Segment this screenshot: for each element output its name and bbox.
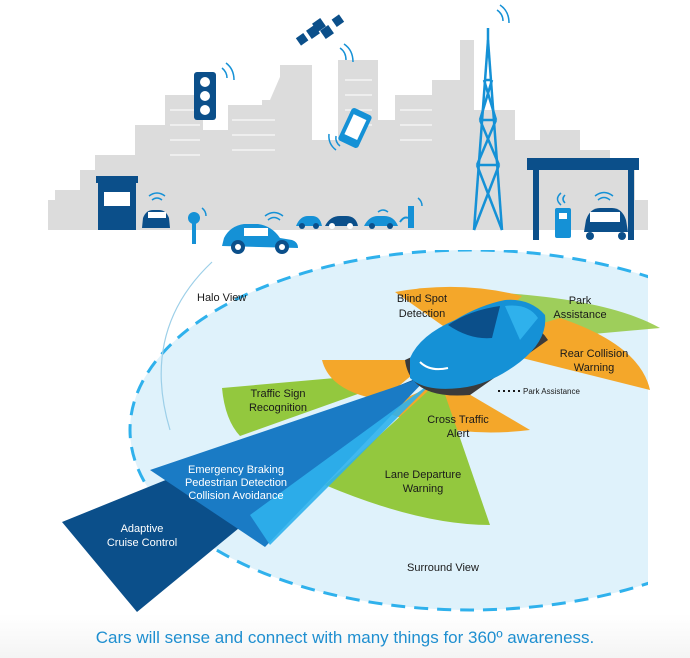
lane-departure-sector [325,380,490,525]
blind-spot-label-line1: Blind Spot [397,293,447,305]
halo-view-label: Halo View [197,292,246,304]
adaptive-cruise-label-line1: Adaptive [121,523,164,535]
car-icon [296,216,322,229]
satellite-icon [295,14,345,46]
park-label-line1: Park [569,295,592,307]
light-beam [250,380,435,545]
emergency-braking-label: Emergency Braking [188,464,284,476]
lane-departure-label-line1: Lane Departure [385,469,461,481]
car-icon [325,216,358,229]
cross-traffic-sector-left [322,360,430,400]
car-icon [222,224,298,254]
surround-view-label: Surround View [407,562,479,574]
wifi-signal-icon [377,209,389,213]
rear-collision-label-line2: Warning [574,362,615,374]
cross-traffic-label-line1: Cross Traffic [427,414,489,426]
wifi-signal-icon [496,4,510,24]
wifi-signal-icon [264,211,284,221]
toll-booth-icon [96,176,138,230]
wifi-signal-icon [221,62,235,81]
halo-arc [160,261,213,431]
traffic-sign-label-line2: Recognition [249,402,307,414]
radio-tower-icon [472,28,504,231]
parking-meter-icon [188,212,200,244]
park-assistance-small-label: Park Assistance [523,387,580,396]
wifi-signal-icon [556,191,614,206]
cross-traffic-label-line2: Alert [447,428,470,440]
rear-collision-label-line1: Rear Collision [560,348,628,360]
wifi-signal-icon [328,133,341,151]
pedestrian-detection-label: Pedestrian Detection [185,477,287,489]
gas-station-icon [527,158,639,240]
charging-station-icon [399,206,414,228]
lane-departure-label-line2: Warning [403,483,444,495]
traffic-sign-label-line1: Traffic Sign [250,388,305,400]
caption: Cars will sense and connect with many th… [95,628,595,647]
wifi-signal-icon [417,197,423,207]
adaptive-cruise-label-line2: Cruise Control [107,537,177,549]
park-label-line2: Assistance [553,309,606,321]
blind-spot-label-line2: Detection [399,308,445,320]
traffic-light-icon [194,72,216,120]
caption-band [0,614,690,658]
car-icon [142,210,170,228]
smartphone-icon [338,108,372,148]
wifi-signal-icon [148,192,166,201]
car-icon [410,299,546,389]
emergency-braking-beam [150,375,430,547]
wifi-signal-icon [201,207,207,217]
car-icon [584,208,628,240]
wifi-signal-icon [339,43,354,63]
collision-avoidance-label: Collision Avoidance [188,490,283,502]
car-icon [364,216,398,229]
blind-spot-sector [395,286,522,345]
